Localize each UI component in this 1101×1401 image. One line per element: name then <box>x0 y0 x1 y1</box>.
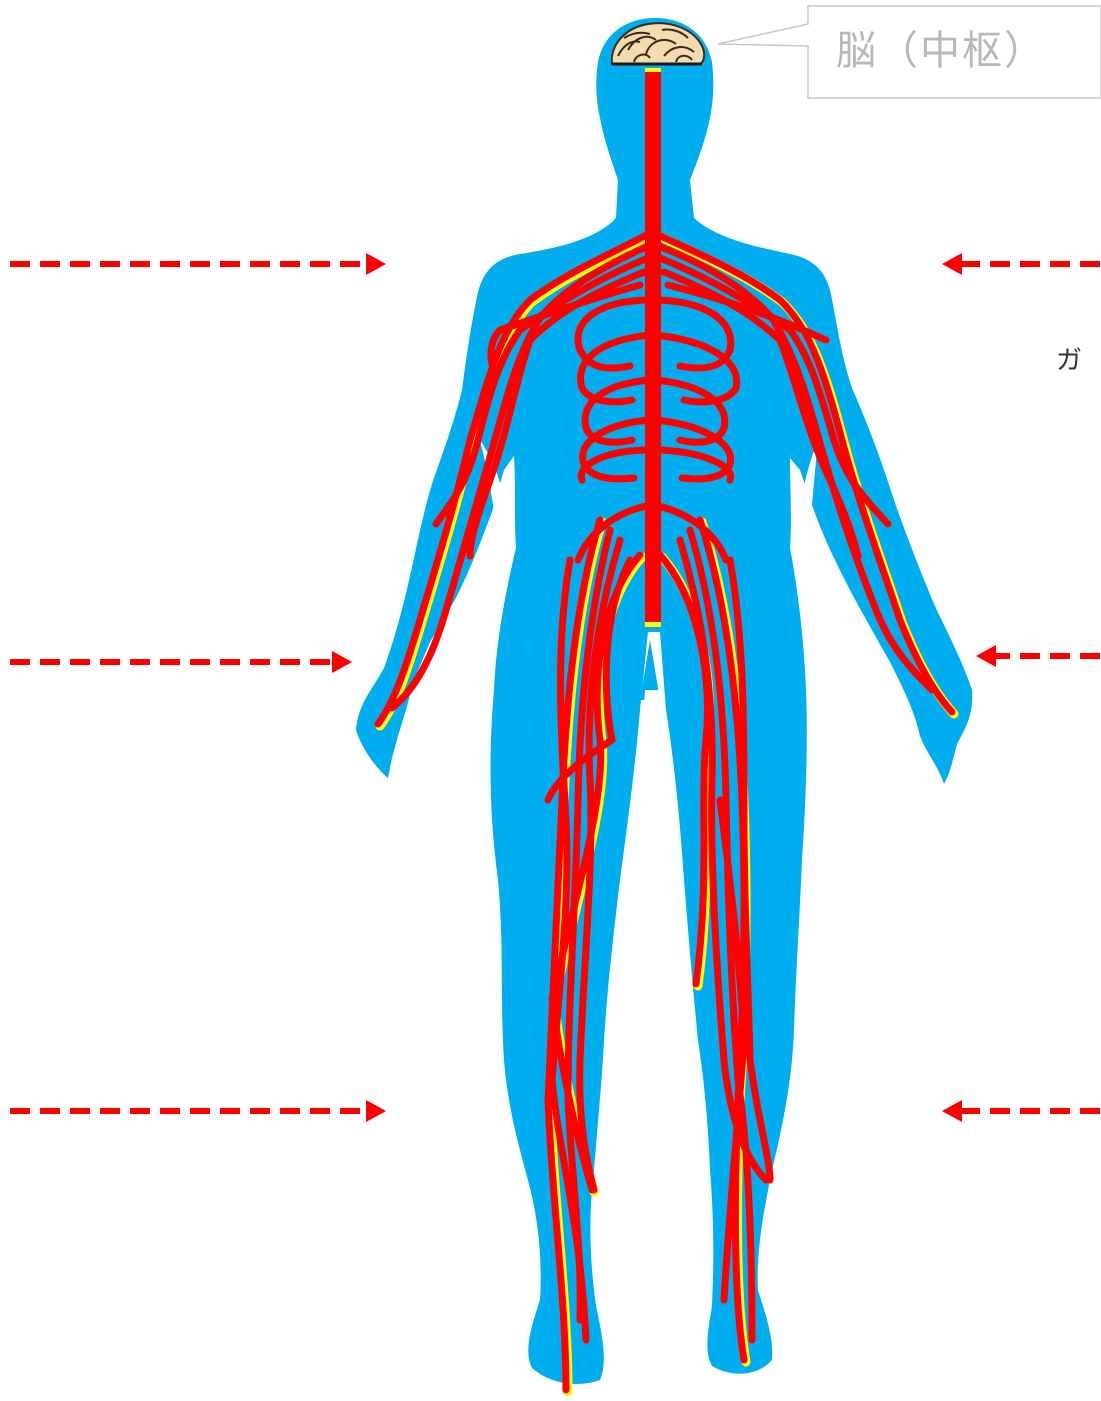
spinal-cord-tip <box>645 622 661 627</box>
spinal-cord-top <box>645 68 661 72</box>
spinal-cord <box>645 70 661 626</box>
side-label: ガ <box>1056 340 1082 377</box>
right-arrowhead-top <box>942 253 962 275</box>
left-arrowhead-middle <box>332 651 352 673</box>
left-arrowhead-bottom <box>366 1100 386 1122</box>
brain-callout-label: 脳（中枢） <box>836 18 1046 76</box>
left-arrowhead-top <box>366 253 386 275</box>
body-silhouette <box>356 18 972 1384</box>
right-arrowhead-bottom <box>942 1100 962 1122</box>
right-arrowhead-middle <box>976 645 996 667</box>
